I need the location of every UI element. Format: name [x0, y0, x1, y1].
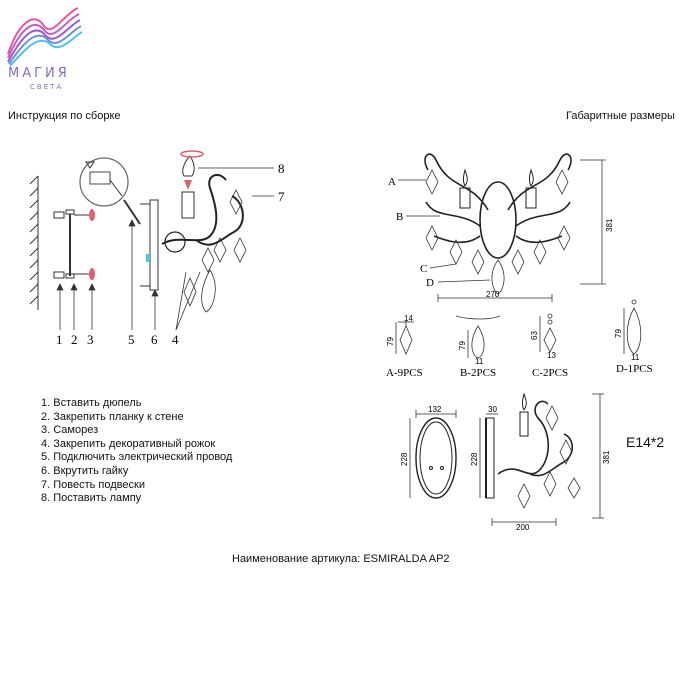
- candle-icon: [459, 168, 537, 209]
- assembly-diagram: 1 2 3 5 6 4 8 7: [29, 150, 285, 347]
- front-view-diagram: A B C D 270 381: [388, 153, 614, 302]
- front-height: 381: [605, 218, 614, 232]
- pendant-c-icon: [539, 313, 557, 353]
- pendant-d-height: 79: [614, 329, 623, 338]
- pendant-a-icon: [395, 320, 414, 356]
- pendant-c-width: 13: [547, 351, 556, 360]
- pendant-b-icon: [455, 315, 501, 359]
- screw-icon: [74, 209, 95, 280]
- step-item: 6. Вкрутить гайку: [41, 464, 129, 477]
- step-item: 7. Повесть подвески: [41, 478, 145, 491]
- pendant-a-width: 14: [404, 314, 413, 323]
- step-number: 1: [56, 332, 63, 347]
- instructions-heading: Инструкция по сборке: [8, 110, 121, 122]
- pendant-b-height: 79: [458, 341, 467, 350]
- step-number: 5: [128, 332, 135, 347]
- pendant-b-label: B-2PCS: [460, 367, 496, 379]
- pendant-c-label: C-2PCS: [532, 367, 568, 379]
- callout-number: 8: [278, 161, 285, 176]
- brand-name: МАГИЯ: [8, 66, 70, 81]
- pendant-b-width: 11: [475, 357, 484, 366]
- side-height: 228: [470, 452, 479, 466]
- brand-logo: МАГИЯ СВЕТА: [4, 4, 84, 96]
- step-number: 2: [71, 332, 78, 347]
- logo-waves-icon: [7, 7, 83, 67]
- part-label-a: A: [388, 176, 396, 188]
- total-height: 381: [602, 450, 611, 464]
- lamp-spec: E14*2: [626, 434, 665, 450]
- bulb-icon: [180, 150, 204, 219]
- front-width: 270: [486, 290, 500, 299]
- step-item: 3. Саморез: [41, 424, 99, 437]
- step-number: 3: [87, 332, 94, 347]
- dimensions-heading: Габаритные размеры: [566, 110, 675, 122]
- callout-number: 7: [278, 189, 285, 204]
- step-item: 2. Закрепить планку к стене: [41, 410, 184, 423]
- step-item: 5. Подключить электрический провод: [41, 451, 233, 464]
- crystal-pendant-icon: [425, 169, 571, 295]
- side-plate-icon: [485, 417, 495, 499]
- arm-icon: [161, 173, 244, 253]
- pendant-parts: 14 79 79 11 63 13 79 11 A-9PCS B-2PCS C-…: [386, 299, 653, 379]
- part-label-b: B: [396, 211, 403, 223]
- pendant-d-width: 11: [631, 353, 640, 362]
- part-label-d: D: [426, 277, 434, 289]
- wall-icon: [29, 175, 39, 310]
- canopy-icon: [140, 199, 159, 291]
- pendant-d-icon: [623, 299, 642, 355]
- crystal-pendant-icon: [517, 405, 581, 509]
- step-item: 4. Закрепить декоративный рожок: [41, 437, 216, 450]
- projection: 200: [516, 523, 530, 532]
- pendant-a-label: A-9PCS: [386, 367, 423, 379]
- crystal-pendant-icon: [183, 189, 247, 313]
- step-item: 8. Поставить лампу: [41, 492, 142, 505]
- wall-plate-icon: [415, 417, 457, 499]
- pendant-d-label: D-1PCS: [616, 363, 653, 375]
- steps-list: 1. Вставить дюпель 2. Закрепить планку к…: [41, 397, 232, 506]
- pendant-a-height: 79: [386, 337, 395, 346]
- mounting-plate-icon: [53, 209, 75, 279]
- plate-width: 132: [428, 405, 442, 414]
- brand-tagline: СВЕТА: [30, 83, 64, 91]
- pendant-c-height: 63: [530, 331, 539, 340]
- chandelier-front-icon: [424, 153, 572, 259]
- arm-side-icon: [497, 392, 574, 477]
- wiring-detail-icon: [79, 157, 141, 225]
- side-depth: 30: [488, 405, 497, 414]
- step-item: 1. Вставить дюпель: [41, 397, 142, 409]
- side-view-diagram: 132 228 228 30 200 381: [400, 392, 611, 532]
- step-number: 4: [172, 332, 179, 347]
- part-label-c: C: [420, 263, 427, 275]
- plate-height: 228: [400, 452, 409, 466]
- step-number: 6: [151, 332, 158, 347]
- article-name: Наименование артикула: ESMIRALDA AP2: [232, 553, 450, 565]
